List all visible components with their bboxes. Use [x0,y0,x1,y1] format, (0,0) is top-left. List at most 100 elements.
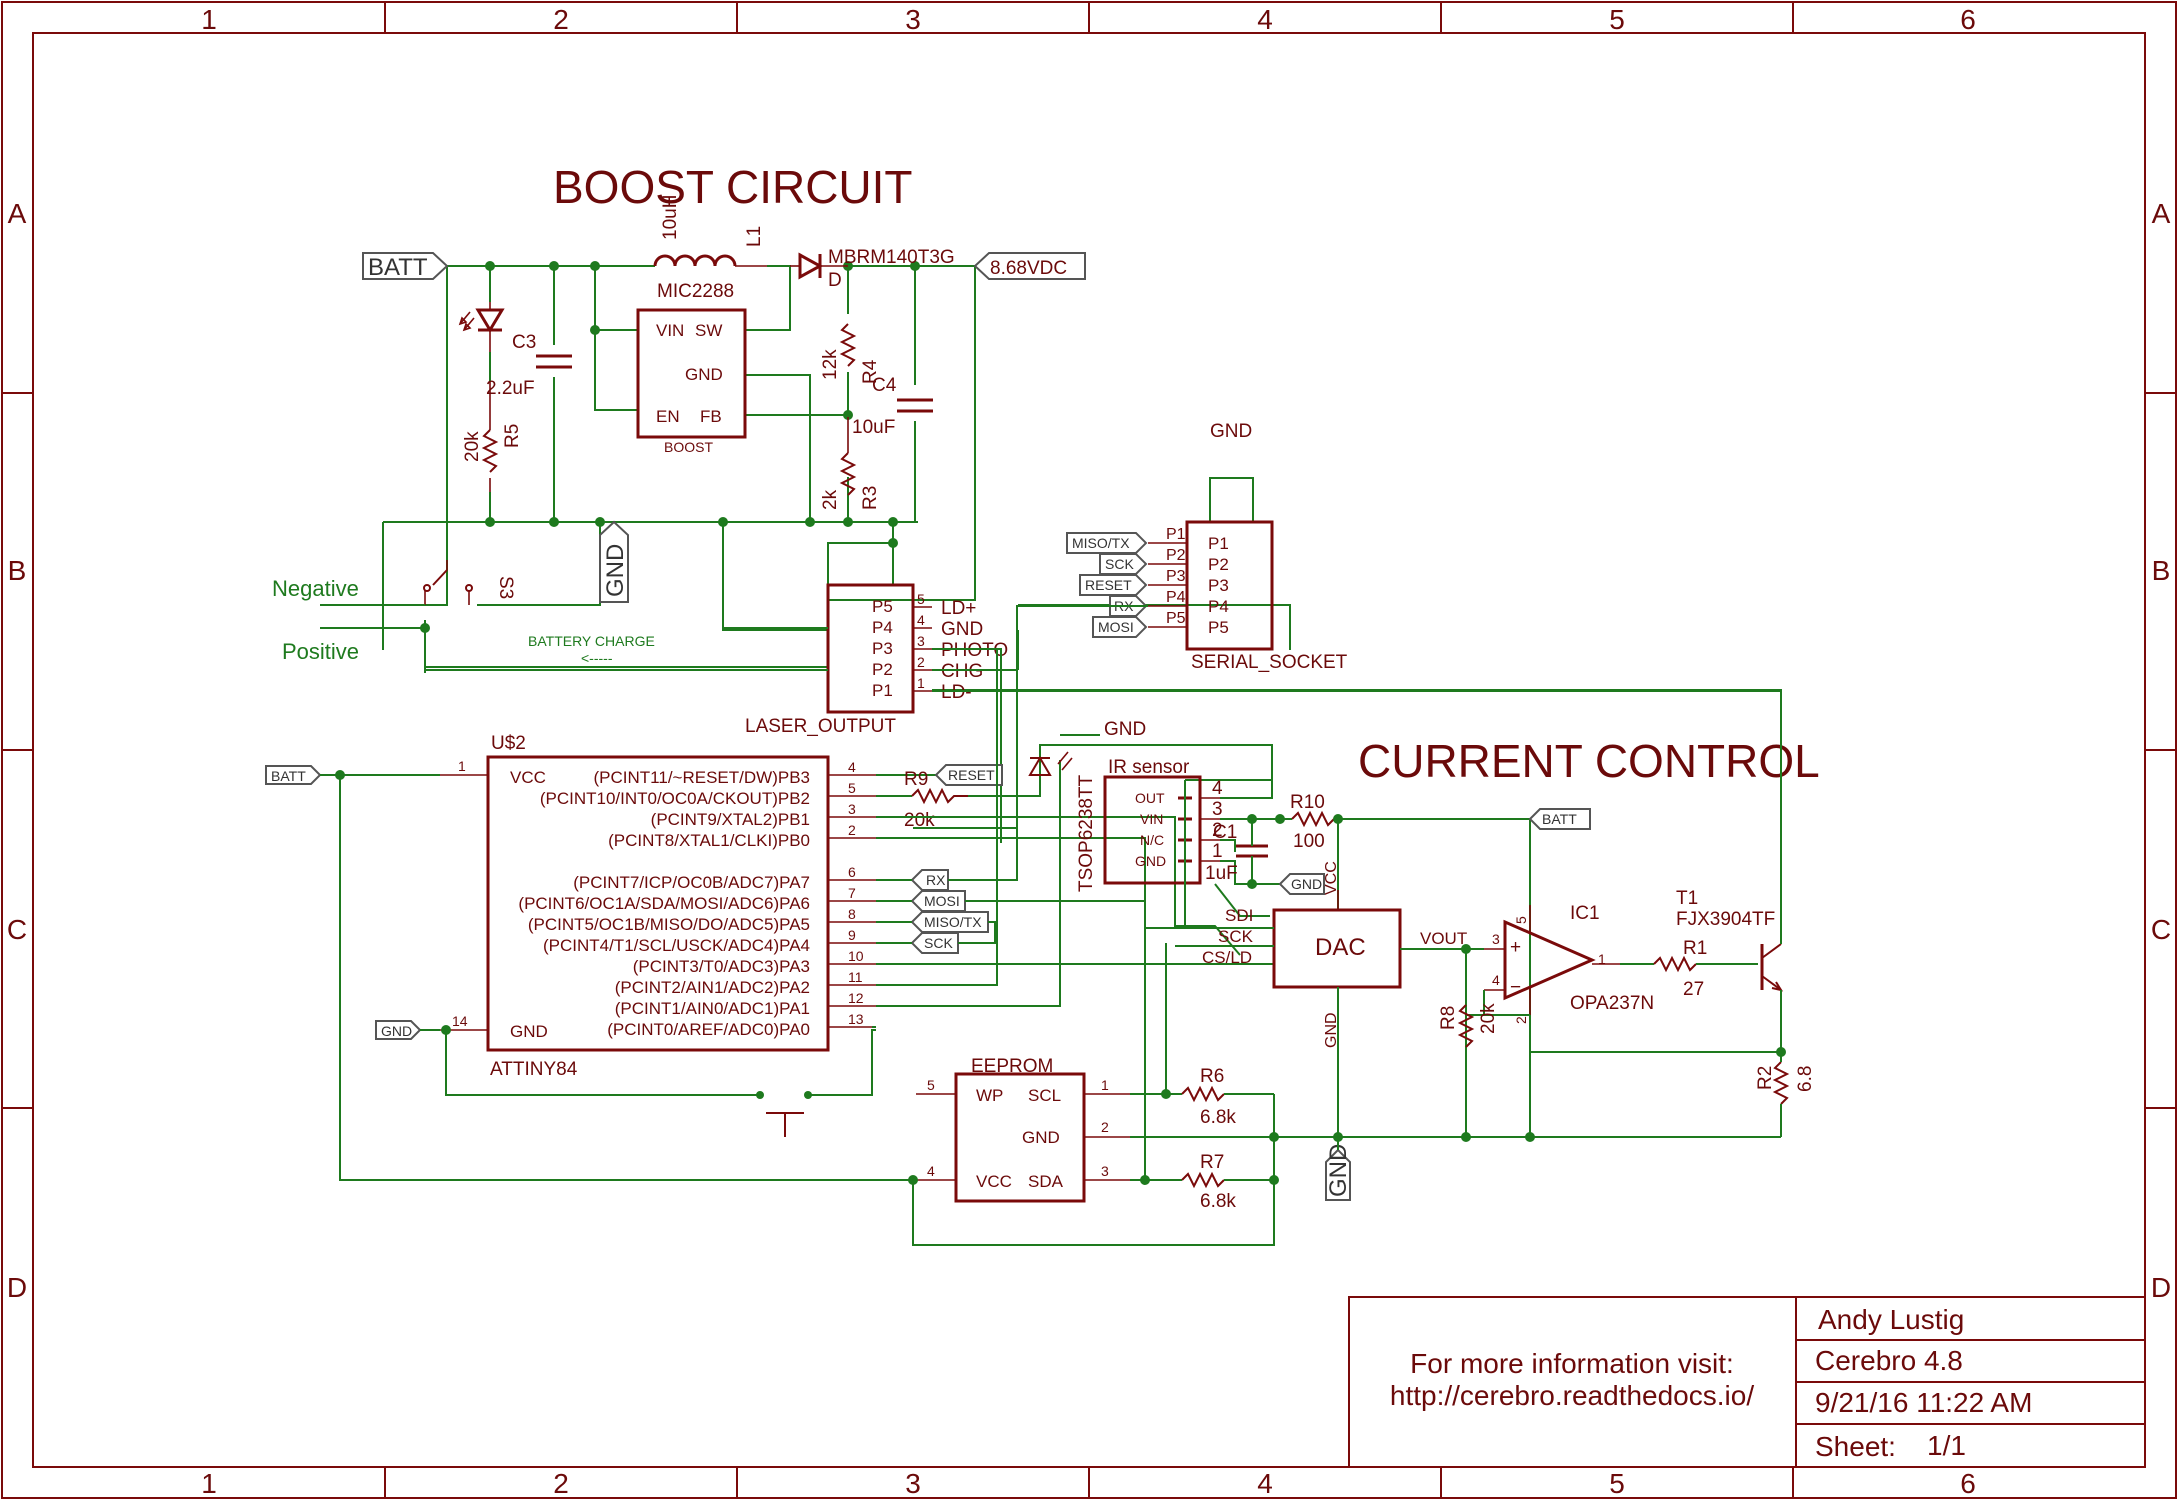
frame-col-6-top: 6 [1960,4,1976,35]
laser-num-3: 3 [917,633,925,649]
laser-sig-gnd: GND [941,619,983,640]
c1-value: 1uF [1205,863,1238,884]
laser-output-connector: LASER_OUTPUT P5 P4 P3 P2 P1 5 4 3 2 1 LD… [425,583,1781,843]
led-indicator [458,302,505,352]
s3-name: S3 [495,576,516,599]
frame-col-2-bottom: 2 [553,1468,569,1499]
laser-num-1: 1 [917,675,925,691]
mic2288-sub: BOOST [664,439,713,455]
serial-socket-name: SERIAL_SOCKET [1191,652,1348,673]
r10-name: R10 [1290,792,1325,813]
c1-name: C1 [1213,822,1237,843]
serial-pin-p3: P3 [1208,576,1229,595]
switch-s3: S3 [423,560,516,605]
ir-num-2: 2 [1212,820,1223,841]
vout-net-text: 8.68VDC [990,258,1067,279]
mcu-num-11: 11 [848,969,863,985]
dac-csld: CS/LD [1202,948,1252,967]
frame-col-1-top: 1 [201,4,217,35]
mcu-pa5: (PCINT5/OC1B/MISO/DO/ADC5)PA5 [528,915,810,934]
r6-name: R6 [1200,1066,1224,1087]
opamp-plus: + [1510,937,1521,958]
r7-name: R7 [1200,1152,1224,1173]
ir-num-4: 4 [1212,778,1223,799]
c3-value: 2.2uF [486,378,535,399]
boost-circuit-title: BOOST CIRCUIT [553,161,913,213]
serial-net-miso-text: MISO/TX [1072,535,1130,551]
eeprom-gnd: GND [1022,1128,1060,1147]
pin-en: EN [656,407,680,426]
pin-fb: FB [700,407,722,426]
laser-pin-p2: P2 [872,660,893,679]
opamp-part: OPA237N [1570,993,1654,1014]
ir-gnd-text: GND [1291,876,1322,892]
info-line-2: http://cerebro.readthedocs.io/ [1390,1380,1754,1411]
positive-label: Positive [282,639,359,664]
info-line-1: For more information visit: [1410,1348,1734,1379]
eeprom-sda: SDA [1028,1172,1064,1191]
frame-col-5-top: 5 [1609,4,1625,35]
ir-num-1: 1 [1212,841,1223,862]
ir-title: IR sensor [1108,757,1190,778]
mcu-ref: U$2 [491,733,526,754]
opamp-pin4: 4 [1492,972,1500,988]
laser-num-2: 2 [917,654,925,670]
mcu-right-pins: (PCINT11/~RESET/DW)PB3 (PCINT10/INT0/OC0… [518,759,876,1039]
r9-name: R9 [904,769,928,790]
ir-pin-nc: N/C [1140,832,1164,848]
frame-row-a-left: A [8,198,27,229]
boost-gnd-text: GND [602,544,629,597]
pin-gnd: GND [685,365,723,384]
mcu-pa2: (PCINT2/AIN1/ADC2)PA2 [615,978,810,997]
laser-sig-ldminus: LD- [941,682,972,703]
frame-row-d-left: D [7,1272,27,1303]
mcu-pin-14: 14 [452,1013,468,1029]
opamp-pin2: 2 [1513,1016,1529,1024]
laser-sig-chg: CHG [941,661,983,682]
batt-net-text: BATT [368,254,428,281]
resistor-r5: 20k R5 [462,382,523,492]
dac-sck: SCK [1218,927,1254,946]
boost-ic-mic2288: MIC2288 BOOST VIN SW GND EN FB [636,281,747,455]
frame-col-5-bottom: 5 [1609,1468,1625,1499]
dac-vcc: VCC [1323,861,1340,895]
r4-name: R4 [860,359,881,384]
mcu-pin-1: 1 [458,758,466,774]
inductor-l1: 10uH L1 [653,195,767,267]
ir-pin-gnd: GND [1135,853,1166,869]
serial-ext-p1: P1 [1166,526,1186,543]
ir-part: TSOP6238TT [1076,774,1097,892]
opamp-pin5: 5 [1513,916,1529,924]
battery-charge-label: BATTERY CHARGE [528,633,655,649]
r1-name: R1 [1683,938,1707,959]
mcu-num-7: 7 [848,885,856,901]
serial-net-mosi: MOSI [1092,616,1148,638]
serial-pin-p2: P2 [1208,555,1229,574]
dac-gnd-text: GND [1325,1144,1352,1197]
capacitor-c4: C4 10uF [852,375,933,438]
mcu-num-3: 3 [848,801,856,817]
serial-ext-p2: P2 [1166,547,1186,564]
laser-pin-p4: P4 [872,618,893,637]
ir-gnd-top: GND [1104,719,1146,740]
mcu-pb1: (PCINT9/XTAL2)PB1 [651,810,810,829]
frame-row-b-left: B [8,555,27,586]
mic2288-name: MIC2288 [657,281,734,302]
date: 9/21/16 11:22 AM [1815,1387,2032,1418]
mcu-net-rx-text: RX [926,872,946,888]
serial-net-reset: RESET [1079,574,1148,596]
r10-value: 100 [1293,831,1325,852]
mcu-num-10: 10 [848,948,864,964]
mcu-pa7: (PCINT7/ICP/OC0B/ADC7)PA7 [573,873,810,892]
eeprom-n1: 1 [1101,1077,1109,1093]
mcu-pa0: (PCINT0/AREF/ADC0)PA0 [607,1020,810,1039]
opamp-ic1: + − IC1 OPA237N 3 4 2 5 1 [1484,903,1654,1024]
r3-name: R3 [860,486,881,510]
resistor-r6: R6 6.8k [1181,1066,1274,1128]
r2-value: 6.8 [1795,1066,1816,1092]
serial-socket: GND SERIAL_SOCKET P1 P2 P3 P4 P5 P1 P2 P… [1066,421,1348,673]
frame-row-b-right: B [2152,555,2171,586]
mcu-pb2: (PCINT10/INT0/OC0A/CKOUT)PB2 [540,789,810,808]
dac-gnd: GND [1323,1012,1340,1048]
